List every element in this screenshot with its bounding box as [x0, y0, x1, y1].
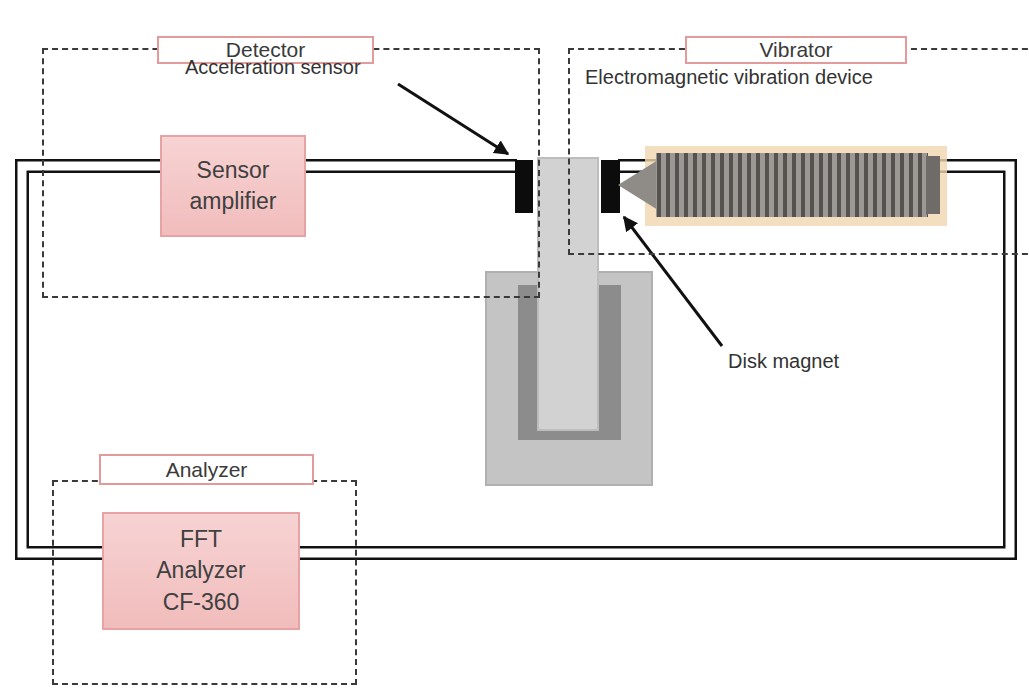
group-title-tag: Analyzer: [99, 454, 314, 485]
part-label: Disk magnet: [728, 350, 839, 373]
leader-arrow: [624, 217, 722, 346]
group-title: Vibrator: [759, 38, 832, 62]
part-label: Electromagnetic vibration device: [585, 66, 873, 89]
group-title-tag: Vibrator: [685, 36, 907, 64]
leader-arrow: [398, 84, 508, 154]
box-label: FFT Analyzer CF-360: [139, 524, 263, 617]
dashed-group: AnalyzerFFT Analyzer CF-360: [52, 480, 357, 685]
box-label: Sensor amplifier: [171, 155, 295, 217]
group-title: Analyzer: [166, 458, 248, 482]
part-label: Acceleration sensor: [185, 56, 361, 79]
disk-magnet-block: [601, 160, 620, 213]
vibration-device: [618, 146, 947, 226]
dashed-group: DetectorSensor amplifier: [42, 48, 540, 298]
device-box: FFT Analyzer CF-360: [102, 512, 300, 630]
acceleration-sensor-block: [515, 160, 533, 213]
device-box: Sensor amplifier: [160, 135, 306, 237]
